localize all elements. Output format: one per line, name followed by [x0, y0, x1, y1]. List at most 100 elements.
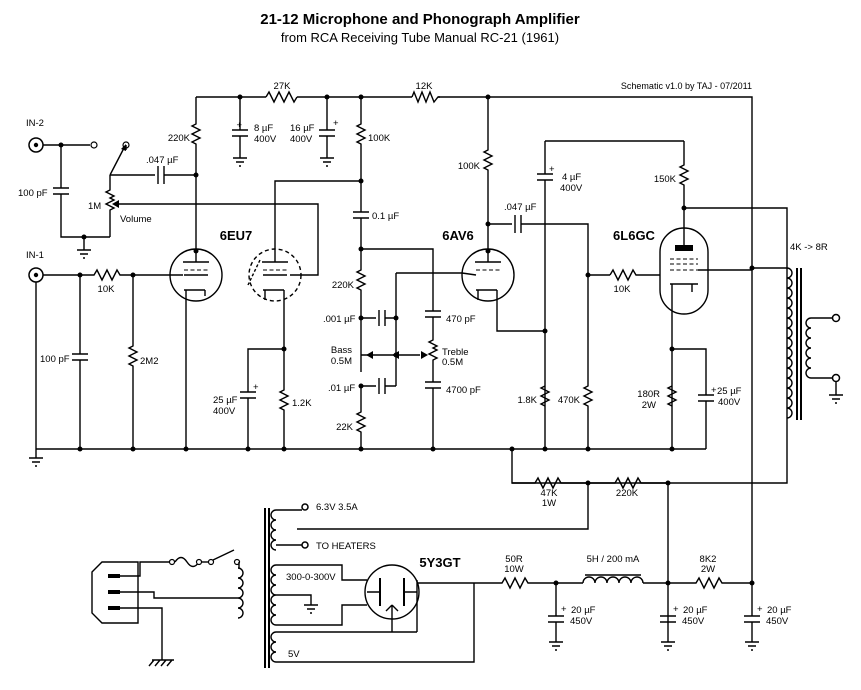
cap-01uf — [353, 211, 369, 252]
label-in1: IN-1 — [26, 250, 44, 261]
label-4700pf: 4700 pF — [446, 385, 481, 396]
label-01uf: 0.1 µF — [372, 211, 399, 222]
label-25uf-b-v: 400V — [718, 397, 741, 408]
label-8uf-v: 400V — [254, 134, 277, 145]
label-1m: 1M — [88, 201, 101, 212]
label-180r-w: 2W — [642, 400, 656, 411]
label-20uf-2-v: 450V — [682, 616, 705, 627]
tube-label-6l6gc: 6L6GC — [613, 228, 656, 243]
output-transformer — [511, 267, 843, 484]
label-16uf-v: 400V — [290, 134, 313, 145]
power-transformer — [237, 503, 475, 668]
label-bass: Bass — [331, 345, 352, 356]
label-bass-value: 0.5M — [331, 356, 352, 367]
input-jack-in2[interactable] — [28, 137, 90, 153]
label-20uf-3-v: 450V — [766, 616, 789, 627]
label-heater: 6.3V 3.5A — [316, 502, 358, 513]
cap-20uf-1: + — [548, 583, 567, 651]
cap-25uf-b: + — [672, 348, 717, 449]
resistor-100k-plate — [274, 97, 367, 251]
label-220k-tone: 220K — [332, 280, 355, 291]
label-470k: 470K — [558, 395, 581, 406]
label-001: .001 µF — [323, 314, 356, 325]
svg-text:+: + — [333, 118, 339, 129]
label-047-coupling: .047 µF — [504, 202, 537, 213]
label-volume: Volume — [120, 214, 152, 225]
label-4uf: 4 µF — [562, 172, 581, 183]
label-50r-w: 10W — [504, 564, 524, 575]
cap-25uf-a: + — [240, 382, 259, 449]
label-12k: 12K — [416, 81, 434, 92]
label-8k2: 8K2 — [700, 554, 717, 565]
label-20uf-1-v: 450V — [570, 616, 593, 627]
label-treble-value: 0.5M — [442, 357, 463, 368]
cap-047-coupling — [488, 215, 610, 278]
resistor-1k8 — [539, 385, 551, 407]
label-20uf-2: 20 µF — [683, 605, 708, 616]
label-220k-plate: 220K — [168, 133, 191, 144]
label-100k-6av6: 100K — [458, 161, 481, 172]
cap-16uf: + — [319, 97, 339, 167]
resistor-10k-grid — [609, 268, 660, 282]
fuse-and-switch[interactable] — [168, 549, 241, 568]
label-10k-grid: 10K — [614, 284, 632, 295]
label-100pf-in1: 100 pF — [40, 354, 70, 365]
tube-5y3gt — [364, 564, 474, 632]
cap-8uf: + — [232, 97, 248, 167]
label-25uf-a: 25 µF — [213, 395, 238, 406]
label-220k-fb: 220K — [616, 488, 639, 499]
label-2m2: 2M2 — [140, 356, 158, 367]
svg-text:+: + — [673, 604, 679, 615]
resistor-1k2 — [278, 349, 290, 449]
tone-stack — [355, 248, 462, 449]
label-fil: 5V — [288, 649, 300, 660]
version-note: Schematic v1.0 by TAJ - 07/2011 — [621, 81, 752, 91]
tube-6l6gc — [659, 208, 755, 449]
label-in2: IN-2 — [26, 118, 44, 129]
svg-text:+: + — [549, 164, 555, 175]
label-22k: 22K — [336, 422, 354, 433]
label-01-bass: .01 µF — [328, 383, 355, 394]
resistor-100k-6av6 — [482, 97, 494, 251]
label-10k-input: 10K — [98, 284, 116, 295]
label-treble: Treble — [442, 347, 469, 358]
label-hv: 300-0-300V — [286, 572, 336, 583]
resistor-2m2 — [127, 275, 139, 449]
cap-20uf-3: + — [744, 583, 763, 651]
tube-label-5y3gt: 5Y3GT — [419, 555, 460, 570]
label-150k: 150K — [654, 174, 677, 185]
tube-label-6av6: 6AV6 — [442, 228, 474, 243]
feedback-network — [297, 476, 671, 622]
cap-100pf-in1 — [72, 275, 88, 449]
tube-label-6eu7: 6EU7 — [220, 228, 253, 243]
label-100pf-in2: 100 pF — [18, 188, 48, 199]
cap-047-input — [110, 166, 196, 184]
input-selector-switch[interactable] — [90, 141, 130, 176]
svg-text:+: + — [561, 604, 567, 615]
label-180r: 180R — [637, 389, 660, 400]
input-jack-in1[interactable] — [28, 267, 168, 449]
label-8k2-w: 2W — [701, 564, 715, 575]
label-1k2: 1.2K — [292, 398, 312, 409]
resistor-180r — [666, 385, 678, 407]
label-xfmr-out: 4K -> 8R — [790, 242, 828, 253]
label-8uf: 8 µF — [254, 123, 273, 134]
label-25uf-b: 25 µF — [717, 386, 742, 397]
label-to-heaters: TO HEATERS — [316, 541, 376, 552]
label-47k-w: 1W — [542, 498, 556, 509]
svg-text:+: + — [236, 120, 242, 131]
resistor-150k — [678, 141, 788, 420]
label-50r: 50R — [505, 554, 523, 565]
iec-inlet[interactable] — [91, 561, 238, 667]
cap-20uf-2: + — [660, 604, 679, 651]
label-20uf-3: 20 µF — [767, 605, 792, 616]
label-047-input: .047 µF — [146, 155, 179, 166]
label-4uf-v: 400V — [560, 183, 583, 194]
volume-pot-1m[interactable] — [104, 175, 319, 276]
tube-6eu7-a — [168, 248, 223, 449]
resistor-470k — [582, 275, 594, 449]
diagram-subtitle: from RCA Receiving Tube Manual RC-21 (19… — [281, 30, 559, 45]
label-1k8: 1.8K — [517, 395, 537, 406]
svg-text:+: + — [757, 604, 763, 615]
